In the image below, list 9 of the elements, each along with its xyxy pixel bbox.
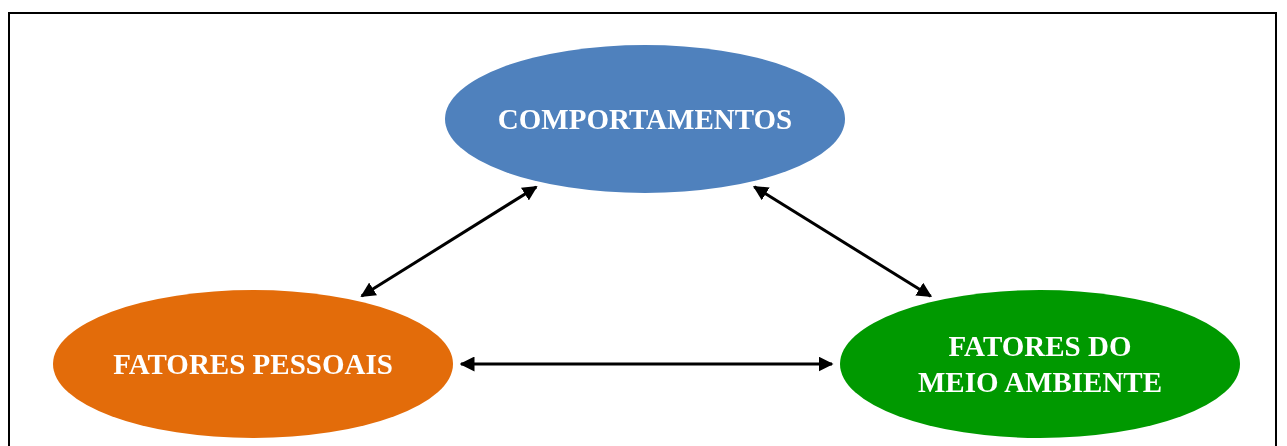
ellipse-node	[53, 290, 453, 438]
double-arrow	[459, 356, 834, 372]
ellipse-node	[445, 45, 845, 193]
node-label: FATORES DO MEIO AMBIENTE	[916, 328, 1164, 400]
double-arrow	[360, 185, 538, 298]
ellipse-node	[840, 290, 1240, 438]
node-label: FATORES PESSOAIS	[113, 346, 393, 382]
double-arrow	[753, 185, 932, 298]
node-label: COMPORTAMENTOS	[497, 101, 793, 137]
